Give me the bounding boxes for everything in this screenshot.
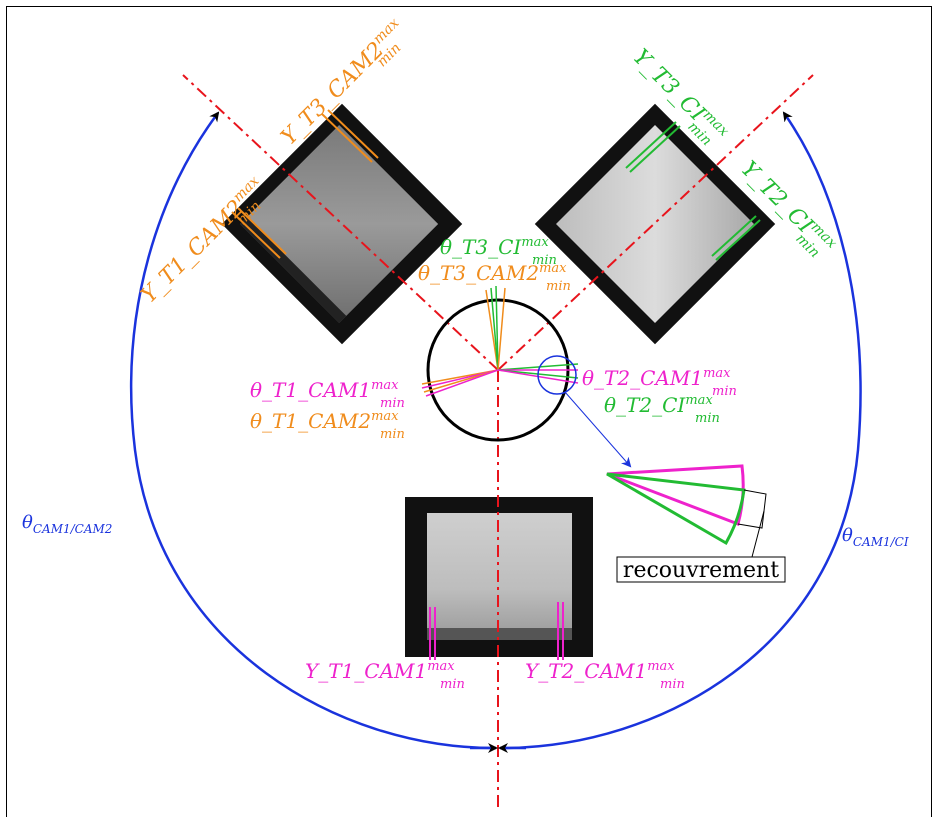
axis-ci xyxy=(497,74,814,371)
label-theta-t3-cam2: θ_T3_CAM2max min xyxy=(418,261,571,294)
theta-t1-rays xyxy=(421,369,499,397)
svg-text:θCAM1/CI: θCAM1/CI xyxy=(842,525,909,549)
label-y-t1-cam1: Y_T1_CAM1max min xyxy=(305,659,465,692)
label-theta-t1-cam1: θ_T1_CAM1max min xyxy=(250,378,405,411)
svg-text:min: min xyxy=(660,677,685,692)
svg-text:θ_T1_CAM2max: θ_T1_CAM2max xyxy=(250,409,399,433)
overlap-bracket xyxy=(737,489,767,558)
arc-cam1-cam2 xyxy=(129,111,495,750)
label-theta-t1-cam2: θ_T1_CAM2max min xyxy=(250,409,405,442)
svg-text:θ_T2_CImax: θ_T2_CImax xyxy=(604,393,713,417)
axis-cam2 xyxy=(182,74,499,371)
overlap-label: recouvrement xyxy=(623,558,779,583)
label-theta-t2-ci: θ_T2_CImax min xyxy=(604,393,720,426)
svg-text:θ_T1_CAM1max: θ_T1_CAM1max xyxy=(250,378,399,402)
zoom-circle xyxy=(537,355,577,395)
svg-text:Y_T1_CAM1max: Y_T1_CAM1max xyxy=(305,659,455,683)
zoomed-overlap-wedge xyxy=(606,464,746,546)
label-theta-cam1-ci: θCAM1/CI xyxy=(842,525,909,549)
label-theta-t2-cam1: θ_T2_CAM1max min xyxy=(582,366,737,399)
overlap-label-box xyxy=(616,556,786,583)
svg-text:θ_T3_CAM2max: θ_T3_CAM2max xyxy=(418,261,567,285)
label-theta-cam1-cam2: θCAM1/CAM2 xyxy=(22,512,112,536)
svg-text:min: min xyxy=(712,384,737,399)
cam2-image xyxy=(221,103,463,345)
arc-cam1-ci xyxy=(501,111,862,750)
label-theta-t3-ci: θ_T3_CImax min xyxy=(440,235,557,268)
symmetry-axes xyxy=(182,74,814,810)
svg-text:min: min xyxy=(380,427,405,442)
svg-text:min: min xyxy=(440,677,465,692)
zoom-arrow xyxy=(564,391,632,468)
ci-image xyxy=(534,103,776,345)
y-cam1-lines xyxy=(429,602,564,660)
svg-text:min: min xyxy=(695,411,720,426)
svg-text:min: min xyxy=(546,279,571,294)
svg-text:Y_T2_CAM1max: Y_T2_CAM1max xyxy=(525,659,675,683)
svg-text:θ_T3_CImax: θ_T3_CImax xyxy=(440,235,549,259)
svg-text:min: min xyxy=(532,253,557,268)
theta-t3-rays xyxy=(485,285,506,371)
cam1-image xyxy=(405,497,593,657)
y-cam2-lines xyxy=(231,109,379,259)
y-ci-lines xyxy=(625,121,761,261)
label-y-t2-cam1: Y_T2_CAM1max min xyxy=(525,659,685,692)
svg-text:θCAM1/CAM2: θCAM1/CAM2 xyxy=(22,512,112,536)
svg-text:θ_T2_CAM1max: θ_T2_CAM1max xyxy=(582,366,731,390)
svg-text:min: min xyxy=(380,396,405,411)
